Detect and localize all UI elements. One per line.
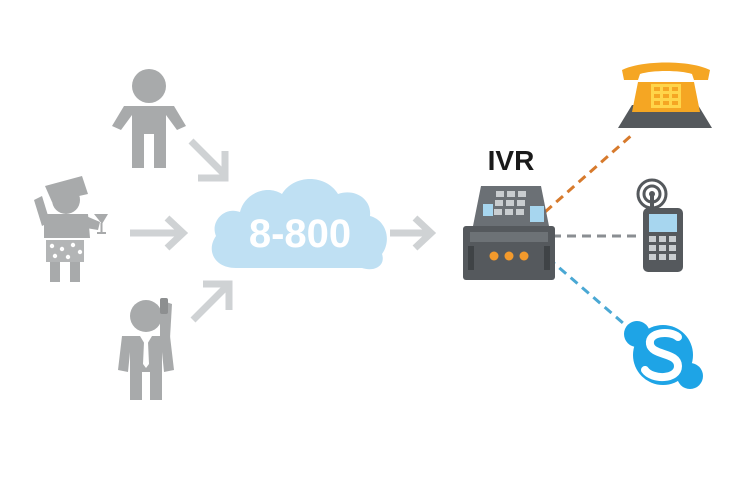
businessman-phone-icon (118, 298, 174, 400)
cloud-icon: 8-800 (211, 179, 387, 270)
arrow-cloud-to-ivr (390, 215, 437, 251)
arrow-middle-to-cloud (130, 215, 189, 251)
skype-icon (624, 321, 703, 389)
cloud-label: 8-800 (249, 212, 351, 256)
person-icon (112, 69, 186, 168)
line-ivr-to-desk-phone (544, 132, 634, 214)
desk-phone-icon (618, 62, 712, 128)
pbx-device-icon (463, 186, 555, 280)
ivr-label: IVR (488, 145, 535, 176)
mobile-phone-icon (636, 178, 683, 272)
line-ivr-to-skype (547, 256, 639, 338)
vacationer-icon (34, 176, 108, 282)
arrow-bottom-to-cloud (190, 280, 233, 323)
arrow-top-to-cloud (188, 138, 229, 182)
